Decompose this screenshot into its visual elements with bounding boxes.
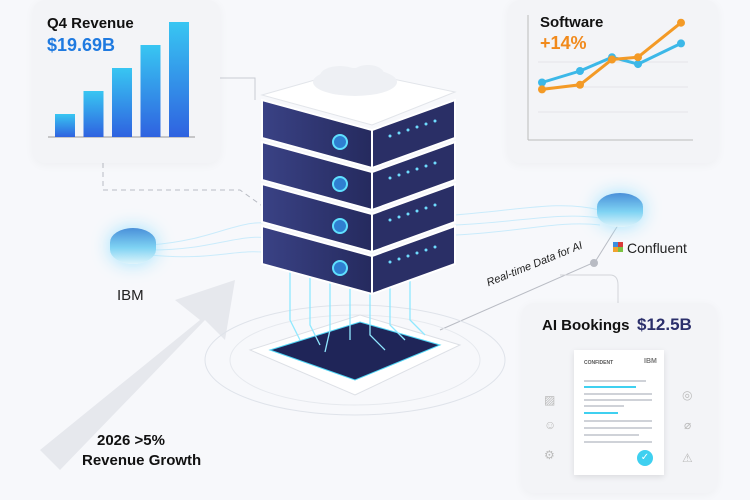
server-unit-side bbox=[371, 140, 456, 212]
server-led bbox=[397, 131, 401, 135]
data-point bbox=[677, 18, 685, 27]
data-point bbox=[634, 60, 642, 69]
server-led bbox=[424, 248, 428, 252]
server-led bbox=[424, 122, 428, 126]
server-unit-side bbox=[371, 182, 456, 254]
server-stack bbox=[260, 65, 457, 126]
server-unit-side bbox=[371, 224, 456, 296]
data-point bbox=[538, 85, 546, 94]
platform-ring bbox=[204, 304, 506, 416]
software-line-chart bbox=[527, 15, 693, 141]
revenue-value: $19.69B bbox=[47, 35, 116, 55]
ibm-node[interactable] bbox=[110, 228, 156, 264]
data-point bbox=[576, 67, 584, 75]
growth-line1: 2026 >5% bbox=[97, 432, 165, 449]
data-point bbox=[634, 53, 642, 62]
server-led bbox=[406, 212, 410, 216]
server-led bbox=[433, 245, 437, 249]
warning-icon: ⚠ bbox=[682, 451, 693, 465]
check-icon: ✓ bbox=[637, 450, 653, 466]
software-card: Software +14% bbox=[508, 0, 718, 163]
server-led bbox=[406, 254, 410, 258]
data-point bbox=[608, 55, 616, 64]
doc-logo: IBM bbox=[644, 358, 657, 365]
server-button bbox=[332, 260, 348, 276]
data-point bbox=[538, 78, 546, 87]
connector-line bbox=[560, 274, 619, 303]
software-value: +14% bbox=[540, 33, 587, 53]
server-unit-side bbox=[371, 98, 456, 170]
server-led bbox=[424, 164, 428, 168]
revenue-title: Q4 Revenue bbox=[47, 15, 134, 32]
server-led bbox=[433, 161, 437, 165]
growth-arrow bbox=[40, 280, 235, 470]
confluent-logo-icon bbox=[613, 242, 623, 252]
server-button bbox=[332, 176, 348, 192]
data-point bbox=[576, 80, 584, 89]
paperclip-icon: ⌀ bbox=[684, 418, 692, 432]
ibm-label: IBM bbox=[117, 287, 144, 304]
server-led bbox=[406, 128, 410, 132]
data-point bbox=[677, 39, 685, 48]
contract-document[interactable]: CONFIDENT IBM ✓ bbox=[574, 350, 664, 475]
revenue-card: Q4 Revenue $19.69B bbox=[33, 0, 220, 163]
bar bbox=[83, 91, 104, 137]
server-led bbox=[415, 251, 419, 255]
server-led bbox=[424, 206, 428, 210]
server-led bbox=[397, 215, 401, 219]
server-led bbox=[388, 260, 392, 264]
server-led bbox=[415, 209, 419, 213]
bar bbox=[112, 68, 132, 137]
bookings-value: $12.5B bbox=[637, 315, 692, 334]
smile-icon: ☺ bbox=[544, 418, 557, 432]
server-led bbox=[415, 167, 419, 171]
server-led bbox=[397, 257, 401, 261]
server-led bbox=[406, 170, 410, 174]
connector-line bbox=[218, 77, 256, 100]
bar bbox=[140, 45, 161, 137]
bar bbox=[169, 22, 189, 137]
server-led bbox=[433, 203, 437, 207]
server-led bbox=[433, 119, 437, 123]
bookings-card: AI Bookings $12.5B CONFIDENT IBM ✓ ▨ ☺ ⚙… bbox=[522, 303, 717, 493]
growth-line2: Revenue Growth bbox=[82, 452, 202, 469]
gear-icon: ⚙ bbox=[544, 448, 555, 462]
confluent-node[interactable] bbox=[597, 193, 643, 227]
server-led bbox=[388, 176, 392, 180]
server-button bbox=[332, 134, 348, 150]
software-title: Software bbox=[540, 14, 604, 31]
bar bbox=[55, 114, 75, 137]
image-icon: ▨ bbox=[544, 393, 556, 407]
revenue-bar-chart bbox=[48, 22, 195, 138]
confluent-label: Confluent bbox=[627, 240, 687, 256]
server-led bbox=[397, 173, 401, 177]
server-button bbox=[332, 218, 348, 234]
server-led bbox=[388, 218, 392, 222]
server-led bbox=[388, 134, 392, 138]
user-icon: ◎ bbox=[682, 388, 693, 402]
connector-line bbox=[102, 163, 269, 211]
doc-header: CONFIDENT bbox=[584, 360, 614, 366]
bookings-title: AI Bookings bbox=[542, 317, 630, 334]
server-led bbox=[415, 125, 419, 129]
